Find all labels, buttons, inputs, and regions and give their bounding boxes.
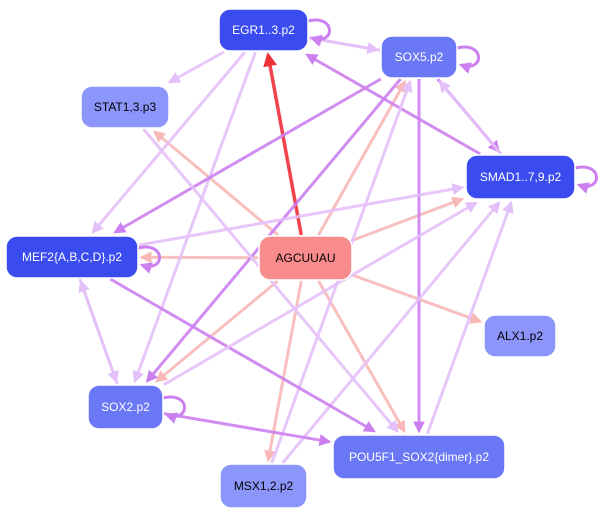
self-loop-egr1	[307, 18, 331, 47]
node-label-stat1: STAT1,3.p3	[94, 100, 157, 114]
node-mef2[interactable]: MEF2{A,B,C,D}.p2	[5, 235, 139, 279]
node-center[interactable]: AGCUUAU	[258, 235, 353, 281]
node-egr1[interactable]: EGR1..3.p2	[218, 8, 309, 52]
node-label-sox5: SOX5.p2	[395, 50, 444, 64]
node-label-sox2: SOX2.p2	[101, 400, 150, 414]
edge-mef2-to-pou5f1	[109, 277, 376, 433]
node-box-mef2	[5, 235, 139, 279]
edge-center-to-smad	[352, 196, 465, 242]
node-box-smad	[465, 154, 576, 200]
node-label-smad: SMAD1..7,9.p2	[480, 170, 562, 184]
node-msx1[interactable]: MSX1,2.p2	[219, 463, 308, 509]
self-loop-sox2	[162, 395, 186, 424]
edge-sox5-to-sox2	[145, 78, 402, 383]
node-box-egr1	[218, 8, 309, 52]
edge-center-to-sox2	[155, 279, 279, 383]
edges-layer	[78, 34, 514, 464]
self-loop-mef2	[137, 245, 161, 274]
node-pou5f1[interactable]: POU5F1_SOX2{dimer}.p2	[332, 434, 506, 480]
edge-sox2-to-smad	[163, 201, 478, 386]
edge-center-to-alx1	[352, 273, 483, 324]
node-box-stat1	[80, 85, 170, 129]
node-box-pou5f1	[332, 434, 506, 480]
node-box-sox2	[87, 384, 164, 430]
node-smad[interactable]: SMAD1..7,9.p2	[465, 154, 576, 200]
edge-sox5-to-egr1	[309, 34, 381, 52]
edge-mef2-to-smad	[138, 183, 465, 247]
node-sox2[interactable]: SOX2.p2	[87, 384, 164, 430]
edge-msx1-to-smad	[281, 201, 501, 464]
edge-smad-to-sox5	[438, 80, 503, 155]
node-alx1[interactable]: ALX1.p2	[483, 314, 557, 358]
edge-egr1-to-mef2	[91, 51, 247, 234]
edge-pou5f1-to-smad	[425, 200, 514, 435]
self-loop-sox5	[456, 45, 480, 74]
self-loop-smad	[574, 165, 598, 194]
edge-sox2-to-mef2	[78, 279, 119, 385]
edge-center-to-stat1	[153, 130, 279, 237]
node-label-pou5f1: POU5F1_SOX2{dimer}.p2	[349, 450, 489, 464]
node-stat1[interactable]: STAT1,3.p3	[80, 85, 170, 129]
node-sox5[interactable]: SOX5.p2	[380, 35, 458, 79]
edge-egr1-to-sox2	[132, 51, 257, 384]
node-box-alx1	[483, 314, 557, 358]
edge-egr1-to-stat1	[167, 50, 225, 84]
edge-sox5-to-mef2	[113, 77, 382, 234]
edge-smad-to-egr1	[305, 53, 482, 156]
node-label-msx1: MSX1,2.p2	[234, 479, 294, 493]
node-label-egr1: EGR1..3.p2	[232, 23, 295, 37]
node-box-msx1	[219, 463, 308, 509]
self-loops-layer	[137, 18, 598, 424]
node-box-sox5	[380, 35, 458, 79]
edge-center-to-pou5f1	[317, 280, 406, 434]
node-label-center: AGCUUAU	[275, 251, 335, 265]
node-box-center	[258, 235, 353, 281]
edge-center-to-egr1	[263, 52, 303, 236]
node-label-alx1: ALX1.p2	[497, 329, 543, 343]
nodes-layer: AGCUUAU EGR1..3.p2SOX5.p2STAT1,3.p3SMAD1.…	[5, 8, 576, 509]
edge-sox2-to-pou5f1	[163, 412, 332, 446]
node-label-mef2: MEF2{A,B,C,D}.p2	[22, 250, 122, 264]
